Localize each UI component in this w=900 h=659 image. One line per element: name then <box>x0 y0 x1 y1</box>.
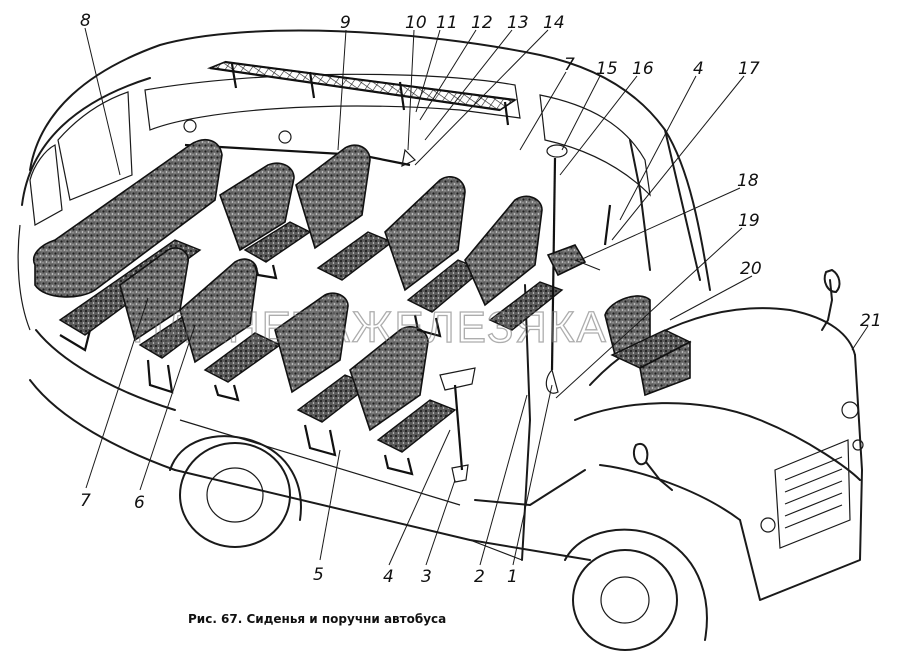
leader-lines <box>84 27 869 566</box>
callout-4-bottom: 4 <box>383 567 394 587</box>
callout-3: 3 <box>421 567 432 587</box>
callout-13: 13 <box>507 13 529 33</box>
callouts: 8 9 10 11 12 13 14 7 15 16 4 17 18 19 20… <box>80 11 882 587</box>
callout-8: 8 <box>80 11 91 31</box>
driver-seat <box>604 295 692 397</box>
callout-12: 12 <box>471 13 493 33</box>
rear-wheel <box>179 442 291 548</box>
front-wheel <box>572 549 678 651</box>
middle-seats <box>219 144 564 338</box>
callout-2: 2 <box>474 567 485 587</box>
radiator-grille <box>774 439 851 549</box>
figure-caption: Рис. 67. Сиденья и поручни автобуса <box>188 612 446 626</box>
watermark: ПЛАНЕТАЖЕЛЕЗЯКА <box>132 303 608 352</box>
callout-9: 9 <box>340 13 351 33</box>
door-grab-rail <box>439 367 476 483</box>
callout-21: 21 <box>860 311 882 331</box>
callout-6: 6 <box>134 493 145 513</box>
callout-4-top: 4 <box>693 59 704 79</box>
guide-seat <box>546 244 601 277</box>
callout-20: 20 <box>740 259 762 279</box>
callout-18: 18 <box>737 171 759 191</box>
callout-19: 19 <box>738 211 760 231</box>
callout-17: 17 <box>738 59 760 79</box>
callout-16: 16 <box>632 59 654 79</box>
side-handrail <box>603 204 612 246</box>
callout-14: 14 <box>543 13 565 33</box>
callout-1: 1 <box>507 567 518 587</box>
callout-5: 5 <box>313 565 324 585</box>
luggage-net <box>206 60 518 126</box>
left-seats <box>119 247 457 476</box>
callout-11: 11 <box>436 13 458 33</box>
callout-15: 15 <box>596 59 618 79</box>
headlight <box>841 401 859 419</box>
callout-10: 10 <box>405 13 427 33</box>
callout-7-bottom: 7 <box>80 491 91 511</box>
callout-7-top: 7 <box>564 55 575 75</box>
